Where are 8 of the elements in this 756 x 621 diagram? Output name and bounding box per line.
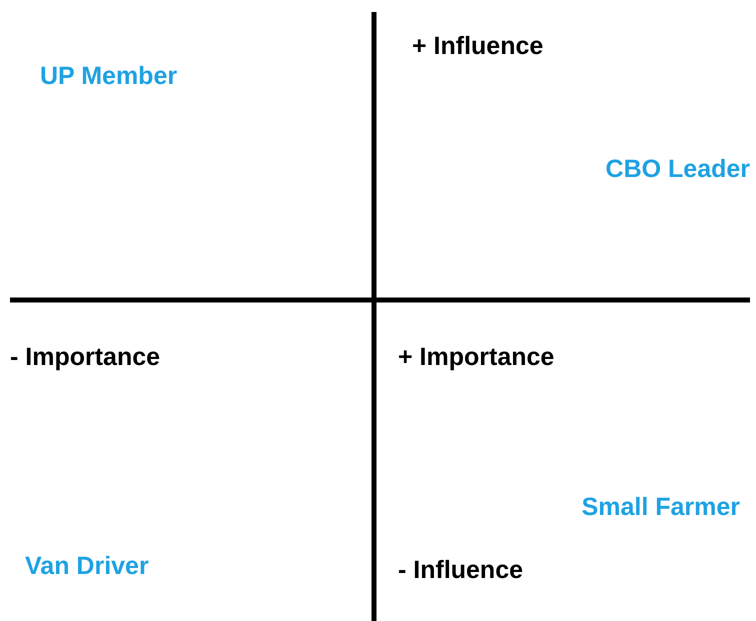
axis-label: + Importance (398, 342, 554, 372)
quadrant-label: CBO Leader (606, 154, 750, 184)
quadrant-label: UP Member (40, 61, 178, 91)
quadrant-label: Small Farmer (582, 492, 740, 522)
axis-label: + Influence (412, 31, 544, 61)
quadrant-label: Van Driver (25, 551, 149, 581)
axis-label: - Influence (398, 555, 524, 585)
axis-label: - Importance (10, 342, 160, 372)
